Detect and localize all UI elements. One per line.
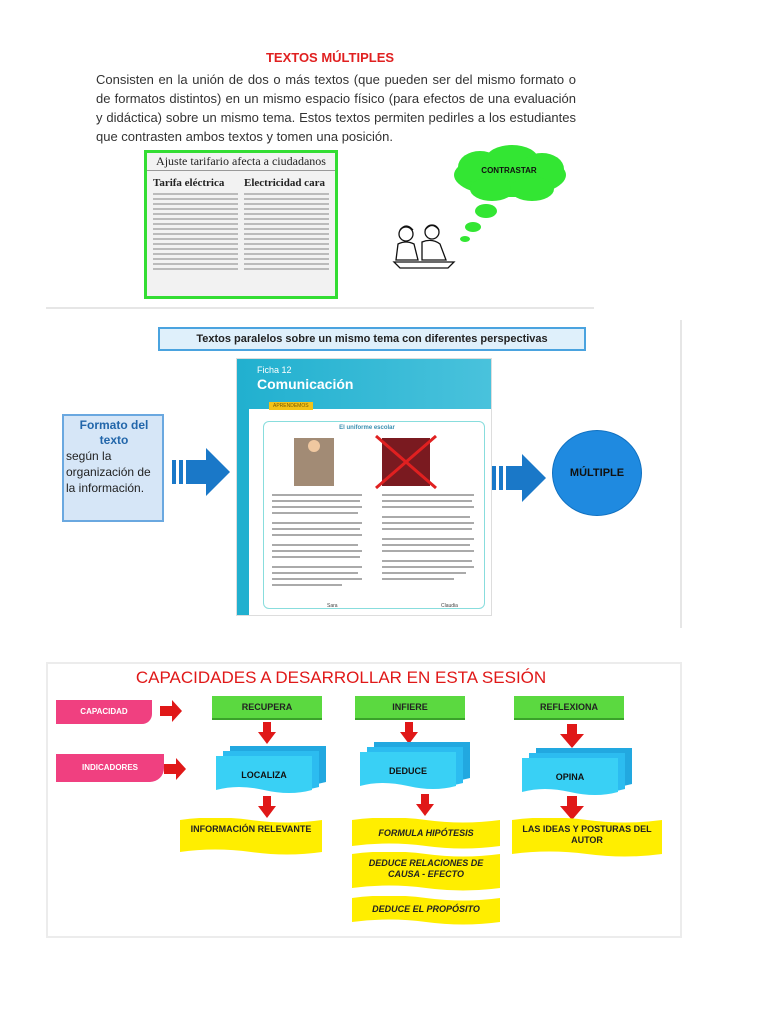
divider [680, 320, 682, 628]
outcome-deduce-relaciones: DEDUCE RELACIONES DE CAUSA - EFECTO [368, 858, 484, 879]
indicator-localiza: LOCALIZA [241, 770, 287, 780]
newspaper-col2-title: Electricidad cara [244, 177, 325, 189]
right-arrow-icon [164, 758, 186, 780]
down-arrow-icon [416, 794, 434, 816]
intro-paragraph: Consisten en la unión de dos o más texto… [96, 72, 576, 144]
outcome-informacion-relevante: INFORMACIÓN RELEVANTE [190, 824, 312, 834]
indicator-deduce: DEDUCE [388, 766, 427, 776]
newspaper-headline: Ajuste tarifario afecta a ciudadanos [147, 153, 335, 171]
wave-banner-shape [352, 896, 500, 925]
ficha-footer-left: Sara [327, 603, 338, 609]
thought-cloud-icon [454, 145, 566, 242]
right-arrow-icon [172, 448, 230, 496]
wave-banner-shape [352, 852, 500, 891]
cloud-label: CONTRASTAR [481, 166, 537, 175]
formato-title: Formato del texto [79, 418, 149, 447]
divider [46, 307, 594, 309]
down-arrow-icon [258, 722, 276, 744]
multi-document-shape [522, 748, 632, 795]
down-arrow-icon [400, 722, 418, 744]
capacity-reflexiona: REFLEXIONA [514, 696, 624, 720]
wave-banner-shape [352, 818, 500, 849]
formato-body: según la organización de la información. [66, 449, 151, 495]
ficha-footer-right: Claudia [441, 603, 458, 609]
outcome-ideas-posturas: LAS IDEAS Y POSTURAS DEL AUTOR [522, 824, 652, 845]
multi-document-shape [360, 742, 470, 789]
indicadores-label: INDICADORES [56, 754, 164, 782]
down-arrow-icon [560, 796, 584, 820]
parallel-texts-banner: Textos paralelos sobre un mismo tema con… [158, 327, 586, 351]
newspaper-image: Ajuste tarifario afecta a ciudadanos Tar… [144, 150, 338, 299]
ficha-tag: APRENDEMOS [269, 402, 313, 410]
down-arrow-icon [258, 796, 276, 818]
capacidad-label: CAPACIDAD [56, 700, 152, 724]
capacities-title: CAPACIDADES A DESARROLLAR EN ESTA SESIÓN [135, 668, 547, 687]
right-arrow-icon [492, 454, 546, 502]
capacity-infiere: INFIERE [355, 696, 465, 720]
formato-box: Formato del texto según la organización … [62, 414, 164, 522]
section-title-textos-multiples: TEXTOS MÚLTIPLES [265, 50, 395, 65]
multi-document-shape [216, 746, 326, 793]
indicator-opina: OPINA [555, 772, 585, 782]
multiple-circle: MÚLTIPLE [552, 430, 642, 516]
wave-banner-shape [512, 818, 662, 857]
wave-banner-shape [180, 818, 322, 855]
reading-children-icon [392, 224, 456, 269]
ficha-subtitle: El uniforme escolar [339, 425, 395, 431]
outcome-formula-hipotesis: FORMULA HIPÓTESIS [378, 828, 474, 838]
ficha-image: Ficha 12 Comunicación APRENDEMOS [236, 358, 492, 616]
ficha-content-illustration [272, 434, 474, 586]
down-arrow-icon [560, 724, 584, 748]
outcome-deduce-proposito: DEDUCE EL PROPÓSITO [372, 904, 480, 914]
right-arrow-icon [160, 700, 182, 722]
ficha-title: Comunicación [257, 376, 354, 392]
ficha-number: Ficha 12 [257, 365, 292, 375]
capacity-recupera: RECUPERA [212, 696, 322, 720]
newspaper-col1-title: Tarifa eléctrica [153, 177, 225, 189]
